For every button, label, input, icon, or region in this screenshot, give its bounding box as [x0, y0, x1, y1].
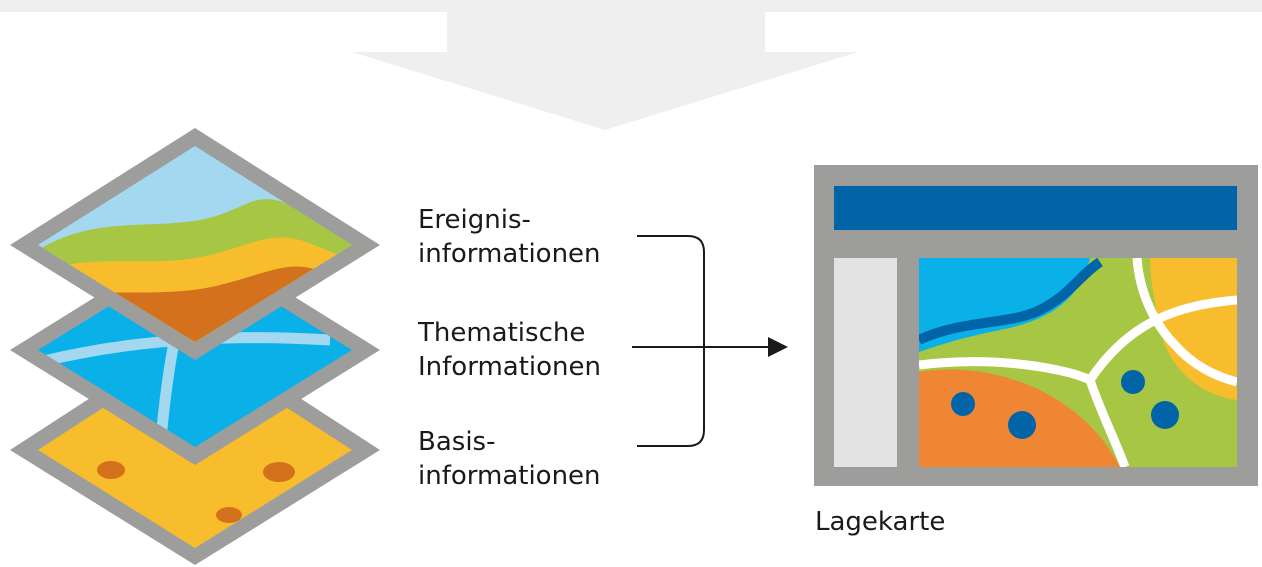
down-arrow [352, 0, 858, 130]
thematisch-label-line2: Informationen [418, 352, 601, 382]
bracket-connector [637, 235, 705, 447]
thematisch-label-line1: Thematische [418, 318, 586, 348]
ereignis-label-line2: informationen [418, 239, 601, 269]
ereignis-label-line1: Ereignis- [418, 205, 531, 235]
ereignis-label: Ereignis- informationen [418, 203, 601, 271]
lagekarte-window-icon [814, 165, 1258, 486]
arrow-head [768, 337, 788, 357]
basis-label-line2: informationen [418, 461, 601, 491]
thematisch-label: Thematische Informationen [418, 316, 601, 384]
basis-label: Basis- informationen [418, 425, 601, 493]
basis-label-line1: Basis- [418, 427, 496, 457]
lagekarte-label: Lagekarte [815, 507, 946, 537]
